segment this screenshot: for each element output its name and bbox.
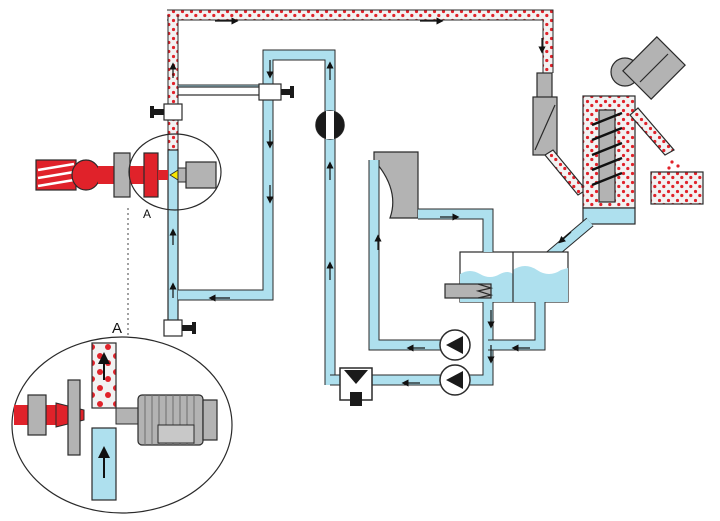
pellet-slurry-line — [167, 9, 554, 150]
water-pump-upper — [439, 329, 471, 361]
pellet-collection-bin — [650, 160, 704, 205]
valve-upper[interactable] — [150, 103, 183, 121]
detail-marker-label: A — [143, 207, 151, 221]
check-valve — [339, 367, 373, 406]
flow-meter — [315, 110, 345, 140]
extruder — [35, 152, 168, 198]
heat-exchanger — [373, 151, 419, 219]
detail-title-label: A — [112, 320, 122, 337]
dryer-inlet-pipe — [532, 72, 587, 196]
cutting-unit — [169, 161, 217, 189]
valve-bypass[interactable] — [258, 83, 294, 101]
detail-view-a: A — [11, 320, 233, 514]
water-tank — [444, 251, 569, 303]
detail-callout-circle — [128, 133, 222, 211]
water-pump-lower — [439, 364, 471, 396]
valve-lower[interactable] — [163, 319, 196, 337]
centrifugal-dryer — [582, 36, 686, 225]
bypass-loop — [177, 49, 336, 385]
